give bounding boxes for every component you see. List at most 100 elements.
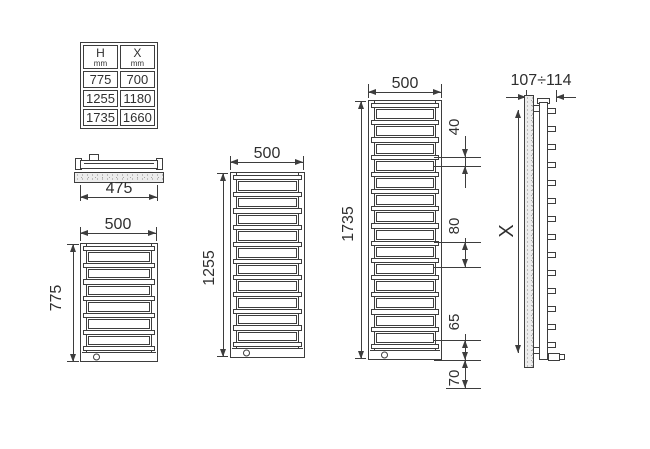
arrowhead [518,94,526,100]
dim-line-width [80,233,157,234]
towel-bar-thin [371,171,439,178]
arrowhead [358,351,364,359]
profile-tooth [548,180,556,186]
radiator-panel [238,231,297,241]
connection-port [243,349,250,357]
radiator-panel [376,212,434,223]
dim-depth-label: 107÷114 [510,72,572,89]
wall-strip [524,95,534,368]
towel-bar-thin [233,275,302,281]
towel-bar-thin [233,325,302,331]
arrowhead [149,194,157,200]
towel-bar-thin [371,223,439,229]
dim-line-70 [465,360,466,388]
ext-line [303,156,304,170]
arrowhead [148,230,156,236]
towel-bar-thin [371,120,439,126]
ext-line [156,227,157,241]
ext-line [446,388,481,389]
profile-tooth [548,306,556,312]
profile-tooth [548,342,556,348]
arrowhead [70,244,76,252]
arrowhead [230,159,238,165]
connection-port [93,353,100,361]
profile-tooth [548,324,556,330]
radiator-panel [376,281,434,292]
bottom-collector [370,350,440,360]
towel-bar-thin [233,191,302,197]
ext-line [434,340,481,341]
arrowhead [70,354,76,362]
towel-bar-thin [233,342,302,348]
radiator-panel [238,247,297,258]
radiator-775 [80,243,158,362]
arrowhead [462,149,468,157]
towel-bar-thin [83,296,155,302]
valve-cap [559,354,565,360]
mounting-tab [89,154,99,161]
radiator-panel [238,214,297,225]
arrowhead [462,242,468,250]
radiator-panel [238,314,297,325]
ext-line [157,185,158,201]
ext-line [434,267,481,268]
arrowhead [220,173,226,181]
arrowhead [462,380,468,388]
dim-line-height-1 [73,244,74,362]
arrowhead [368,89,376,95]
dim-line-depth-left [506,97,526,98]
radiator-panel [376,178,434,189]
ext-line [434,242,481,243]
profile-tooth [548,252,556,258]
arrowhead [295,159,303,165]
radiator-panel [376,126,434,137]
towel-bar-thin [371,137,439,143]
radiator-panel [376,298,434,309]
side-bottom-bracket [533,347,540,354]
dim-width-label-1: 500 [104,216,132,233]
radiator-panel [88,318,150,329]
dim-height-label-2: 1255 [201,250,218,286]
arrowhead [80,230,88,236]
towel-bar-thin [83,312,155,318]
towel-bar-thin [83,346,155,352]
arrowhead [220,349,226,357]
radiator-panel [238,298,297,308]
dim-height-label-3: 1735 [340,206,357,242]
profile-tooth [548,288,556,294]
mounting-bar [80,160,158,169]
dim-80-label: 80 [445,217,463,235]
radiator-panel [376,109,434,120]
arrowhead [462,352,468,360]
dim-width-label-2: 500 [253,145,281,162]
ext-line [434,166,481,167]
towel-bar-thin [233,175,302,181]
dim-line-475 [80,197,158,198]
radiator-panel [376,195,434,206]
panel-plan-view [74,172,164,183]
ext-line [441,84,442,98]
radiator-panel [238,264,297,275]
radiator-panel [88,335,150,346]
arrowhead [462,166,468,174]
profile-tooth [548,108,556,114]
dim-line-40 [465,136,466,188]
ext-line [434,360,481,361]
dim-line-width [230,162,304,163]
towel-bar-thin [83,262,155,268]
towel-bar-thin [371,309,439,315]
profile-tooth [548,126,556,132]
radiator-panel [376,264,434,275]
radiator-panel [376,332,434,343]
towel-bar-thin [233,208,302,214]
radiator-panel [376,229,434,240]
towel-bar-thin [371,189,439,195]
radiator-1255 [230,172,305,358]
radiator-1735 [368,100,442,360]
dim-width-label-3: 500 [391,75,419,92]
towel-bar-thin [233,241,302,247]
